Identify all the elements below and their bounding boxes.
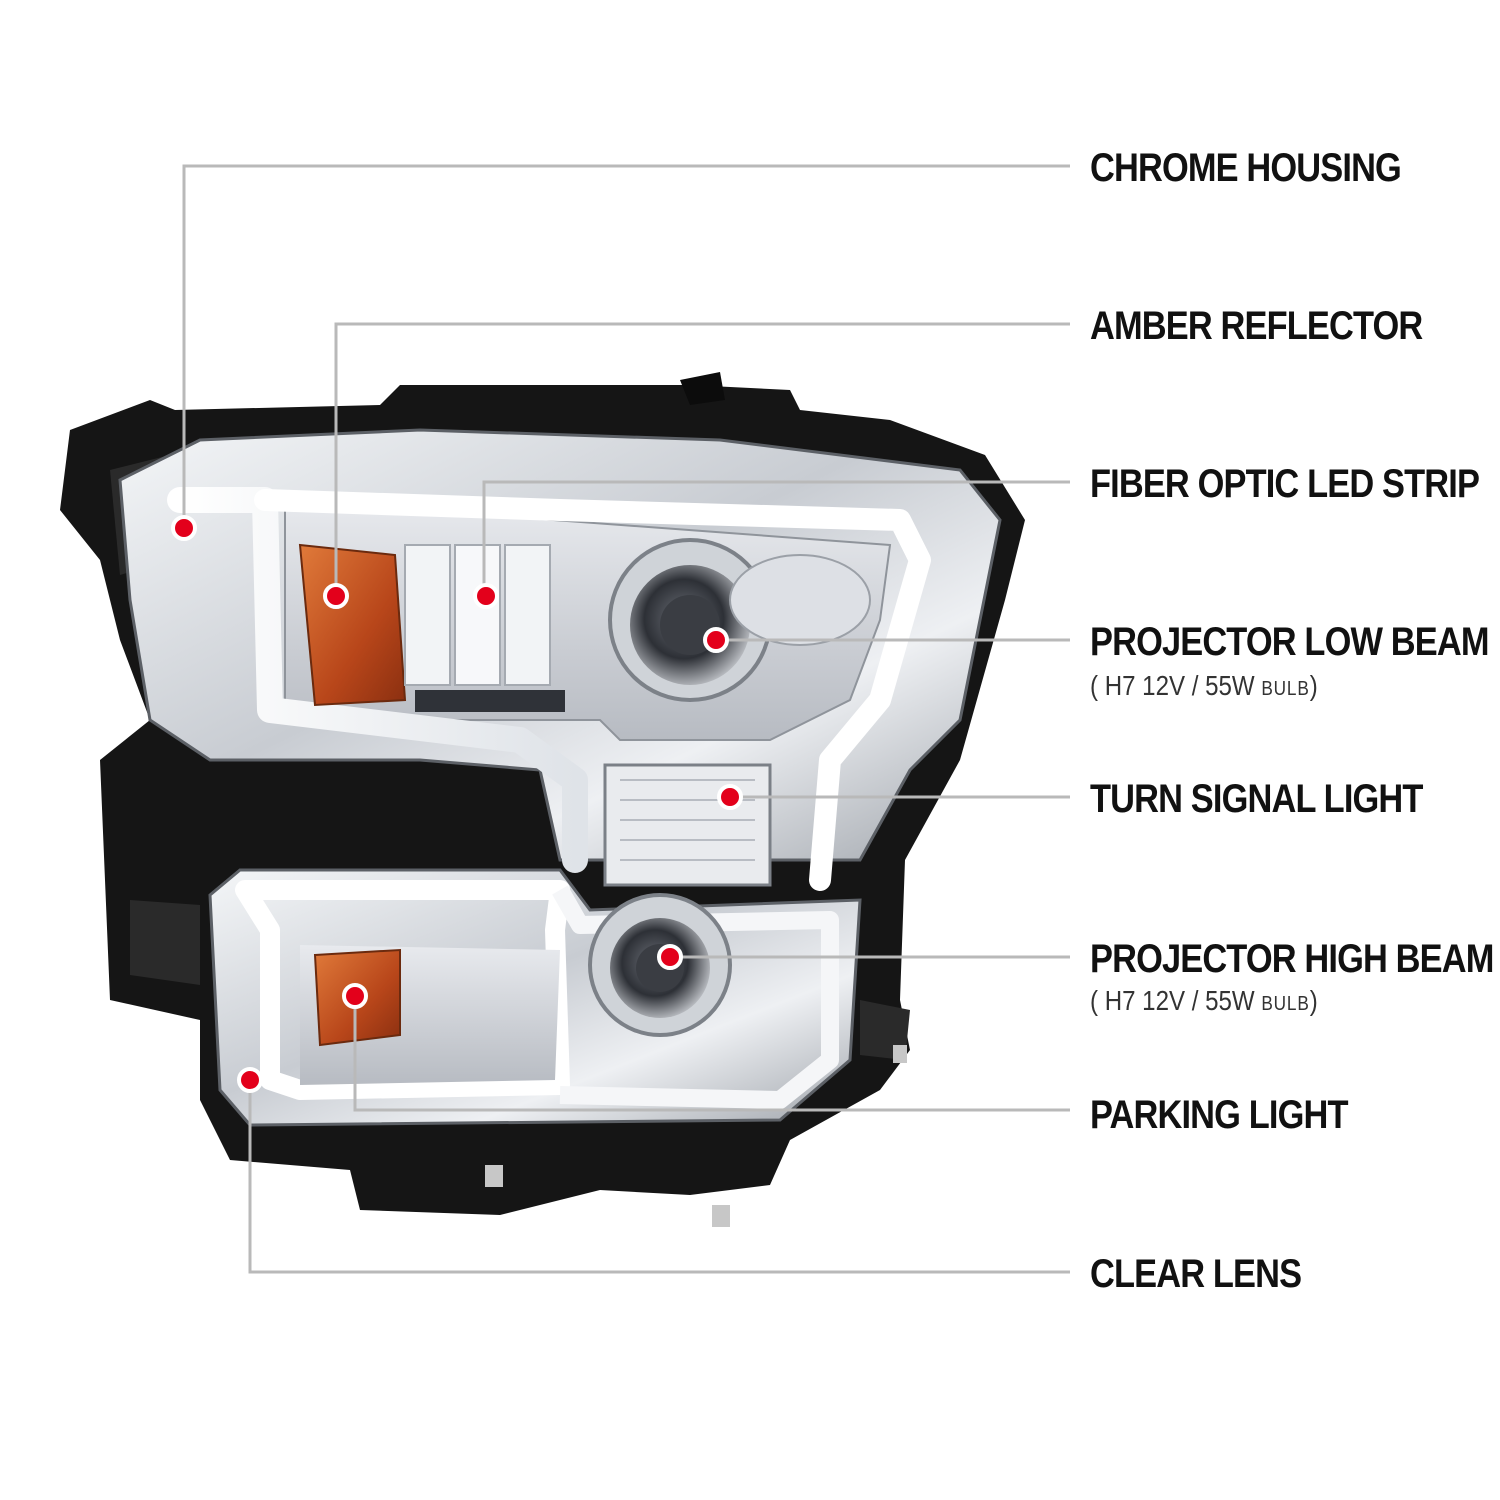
spec-bulb-rating: H7 12V / 55W	[1104, 670, 1255, 701]
label-amber-reflector: AMBER REFLECTOR	[1090, 304, 1423, 348]
spec-open-paren: (	[1090, 670, 1099, 701]
leader-line-fiber-optic-led-strip	[482, 480, 1070, 596]
label-parking-light: PARKING LIGHT	[1090, 1093, 1348, 1137]
label-fiber-optic-led-strip: FIBER OPTIC LED STRIP	[1090, 462, 1480, 506]
spec-bulb-rating: H7 12V / 55W	[1104, 985, 1255, 1016]
label-chrome-housing: CHROME HOUSING	[1090, 146, 1402, 190]
marker-chrome-housing	[171, 515, 197, 541]
label-projector-high-beam: PROJECTOR HIGH BEAM	[1090, 937, 1494, 981]
upper-lens-face	[118, 428, 1002, 891]
spec-projector-low-beam: ( H7 12V / 55W BULB)	[1090, 672, 1318, 700]
marker-projector-high-beam	[657, 944, 683, 970]
label-projector-low-beam: PROJECTOR LOW BEAM	[1090, 620, 1489, 664]
spec-open-paren: (	[1090, 985, 1099, 1016]
label-turn-signal-light: TURN SIGNAL LIGHT	[1090, 777, 1423, 821]
spec-projector-high-beam: ( H7 12V / 55W BULB)	[1090, 987, 1318, 1015]
marker-turn-signal-light	[717, 784, 743, 810]
marker-amber-reflector	[323, 583, 349, 609]
marker-parking-light	[342, 983, 368, 1009]
marker-clear-lens	[237, 1067, 263, 1093]
spec-close-paren: )	[1309, 670, 1318, 701]
lower-lens-face	[208, 868, 862, 1127]
spec-close-paren: )	[1309, 985, 1318, 1016]
leader-line-chrome-housing	[182, 164, 1070, 528]
leader-line-amber-reflector	[334, 322, 1070, 596]
label-clear-lens: CLEAR LENS	[1090, 1252, 1302, 1296]
spec-bulb-word: BULB	[1261, 993, 1310, 1015]
marker-fiber-optic-led-strip	[473, 583, 499, 609]
leader-line-parking-light	[353, 996, 1070, 1112]
marker-projector-low-beam	[703, 627, 729, 653]
leader-line-clear-lens	[248, 1080, 1070, 1274]
spec-bulb-word: BULB	[1261, 678, 1310, 700]
